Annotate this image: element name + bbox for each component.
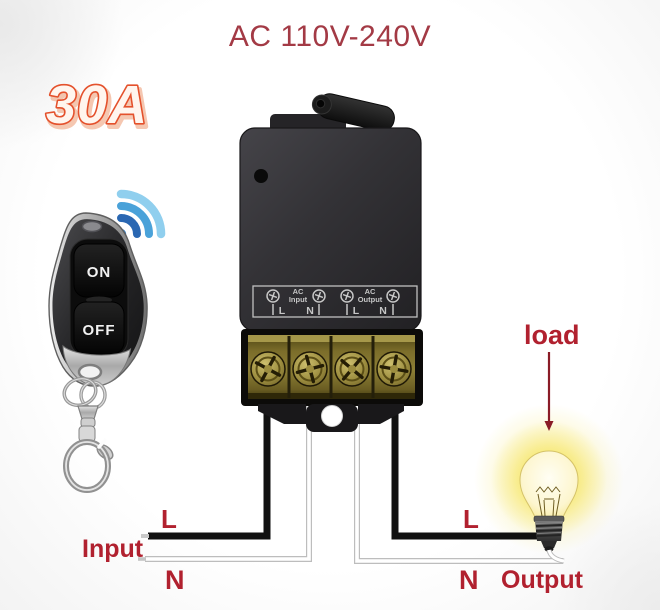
- light-bulb-icon: [519, 450, 579, 564]
- amp-rating-badge: 30A 30A: [44, 73, 152, 141]
- label-input-live: L: [161, 504, 177, 534]
- terminal-screw: [376, 351, 412, 387]
- wiring: [138, 400, 563, 564]
- remote-led-window: [81, 220, 103, 233]
- mounting-hole: [321, 405, 343, 427]
- terminal-output-l: L: [353, 305, 360, 317]
- screw-glyph: [266, 289, 280, 303]
- terminal-screw: [292, 351, 328, 387]
- screw-glyph: [312, 289, 326, 303]
- bulb-neutral-lead: [547, 549, 565, 563]
- arrow-down-icon: [544, 421, 554, 431]
- terminal-block: [241, 329, 423, 406]
- terminal-label-panel: AC Input AC Output L N L N: [252, 285, 418, 318]
- terminal-output-n: N: [379, 305, 387, 317]
- terminal-input-l: L: [279, 305, 286, 317]
- antenna-boot: [311, 93, 395, 132]
- load-pointer: [544, 352, 554, 431]
- keychain-clasp-icon: [62, 376, 114, 493]
- wire-input-live: [148, 400, 271, 540]
- relay-module: AC Input AC Output L N L N: [239, 93, 423, 432]
- wire-input-neutral: [145, 400, 311, 561]
- ac-input-line2: Input: [289, 295, 308, 304]
- bulb-glass: [519, 450, 579, 520]
- module-led-hole: [254, 169, 268, 183]
- ac-input-line1: AC: [293, 287, 304, 296]
- page-title: AC 110V-240V: [228, 20, 432, 53]
- label-load: load: [524, 320, 580, 350]
- badge-shadow-text: 30A: [49, 79, 151, 139]
- terminal-screw: [250, 351, 286, 387]
- terminal-input-n: N: [306, 305, 314, 317]
- remote-off-label: OFF: [83, 322, 116, 339]
- wire-output-neutral: [355, 400, 563, 563]
- label-input: Input: [82, 535, 144, 563]
- badge-text: 30A: [46, 75, 148, 135]
- remote-control: ON OFF: [48, 212, 148, 387]
- screw-glyph: [386, 289, 400, 303]
- label-input-neutral: N: [165, 565, 185, 595]
- module-bottom: [258, 404, 404, 432]
- ac-output-line2: Output: [358, 295, 383, 304]
- remote-off-button: [73, 301, 125, 355]
- wire-output-live: [391, 400, 552, 540]
- module-enclosure: [239, 127, 422, 332]
- label-output-neutral: N: [459, 565, 479, 595]
- remote-on-label: ON: [87, 264, 112, 281]
- screw-glyph: [340, 289, 354, 303]
- terminal-screw: [334, 351, 370, 387]
- label-output: Output: [501, 566, 583, 594]
- bulb-base: [533, 515, 565, 552]
- ac-output-line1: AC: [365, 287, 376, 296]
- wifi-signal-icon: [115, 189, 166, 240]
- bulb-filament: [535, 486, 561, 517]
- label-output-live: L: [463, 504, 479, 534]
